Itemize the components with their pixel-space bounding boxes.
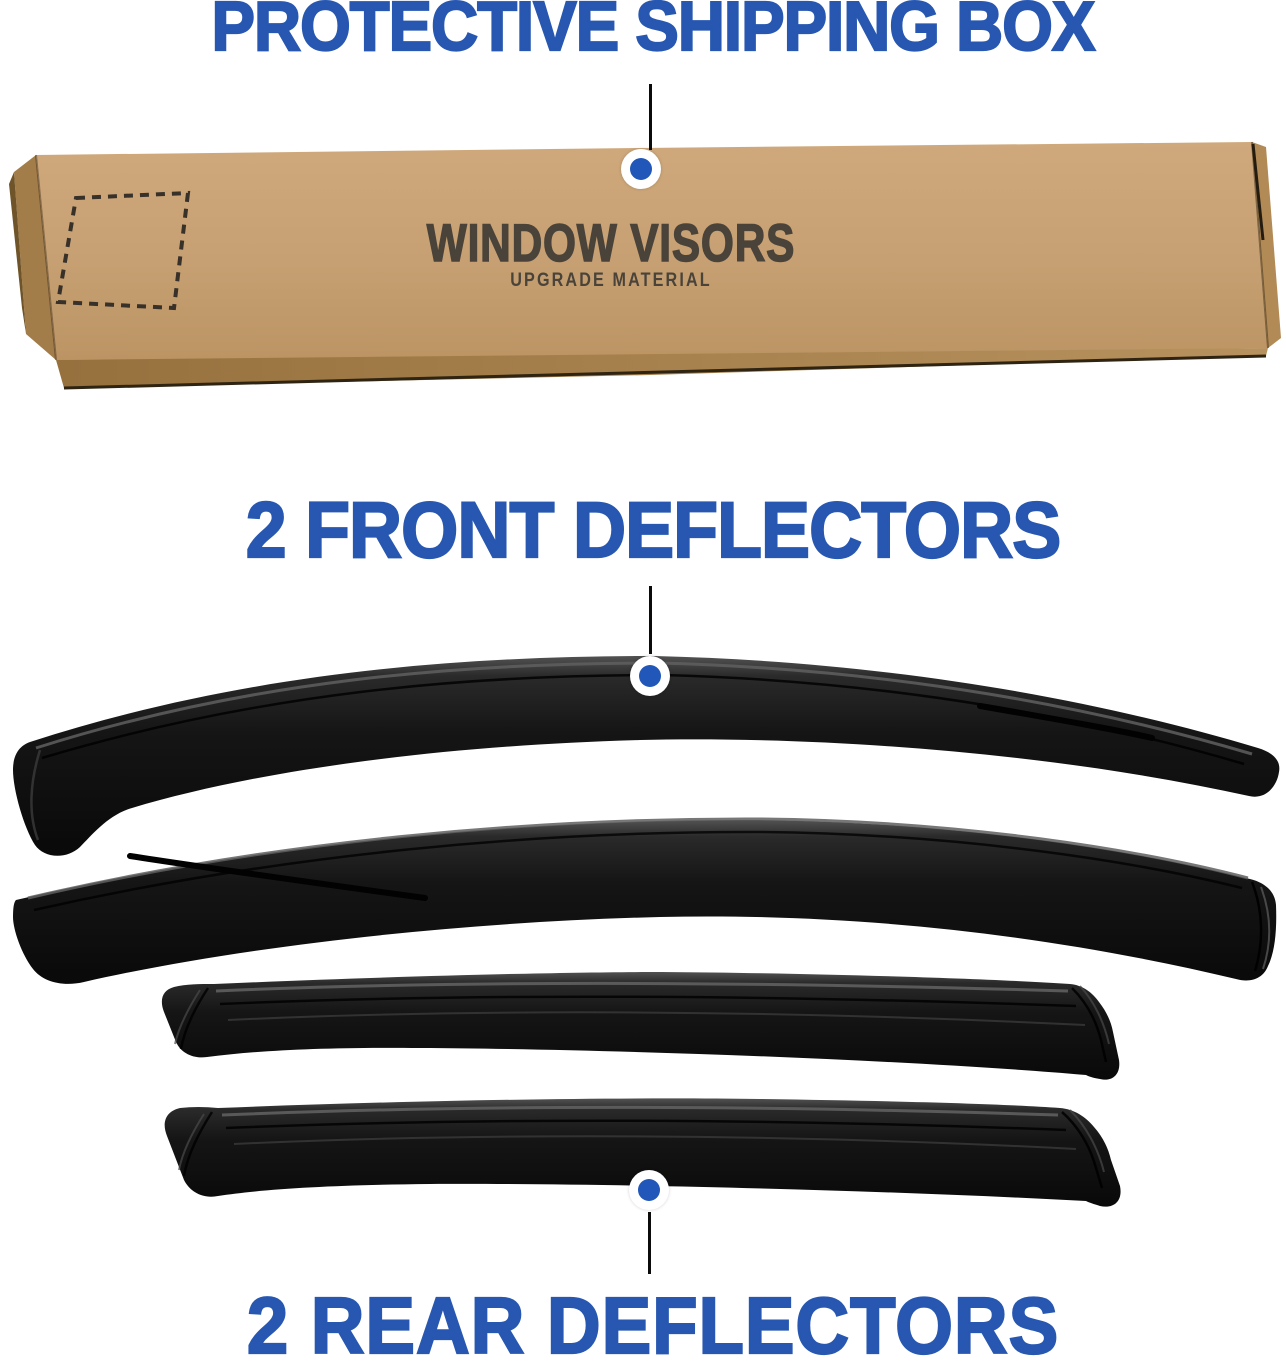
deflectors-image xyxy=(13,656,1280,1207)
box-left-crease xyxy=(35,154,57,361)
callout-dot-icon xyxy=(629,1170,669,1210)
box-left-flap xyxy=(14,155,56,360)
box-print-subtitle: UPGRADE MATERIAL xyxy=(510,270,712,291)
shipping-box-heading: PROTECTIVE SHIPPING BOX xyxy=(211,0,1097,65)
box-print-title: WINDOW VISORS xyxy=(426,214,796,273)
box-dashed-square xyxy=(55,190,191,311)
callout-line-rear-deflectors xyxy=(648,1212,651,1274)
callout-dot-core xyxy=(638,1179,660,1201)
rear-deflector-2 xyxy=(164,1098,1121,1207)
front-deflector-2 xyxy=(13,817,1277,984)
rear-deflector-1 xyxy=(161,972,1120,1080)
box-left-edge-shadow xyxy=(9,172,26,334)
box-right-crease xyxy=(1251,141,1269,349)
callout-dot-core xyxy=(639,665,661,687)
rear-deflectors-heading: 2 REAR DEFLECTORS xyxy=(246,1281,1060,1361)
callout-dot-icon xyxy=(621,149,661,189)
box-bottom-shadow xyxy=(63,354,1267,390)
shipping-box-image xyxy=(9,141,1281,390)
box-right-flap-slit xyxy=(1251,143,1265,241)
callout-dot-core xyxy=(630,158,652,180)
box-top-face xyxy=(36,142,1268,360)
callout-dot-icon xyxy=(630,656,670,696)
callout-line-shipping-box xyxy=(649,84,652,150)
front-deflectors-heading: 2 FRONT DEFLECTORS xyxy=(245,485,1063,574)
box-front-face xyxy=(56,348,1268,388)
callout-line-front-deflectors xyxy=(649,586,652,654)
